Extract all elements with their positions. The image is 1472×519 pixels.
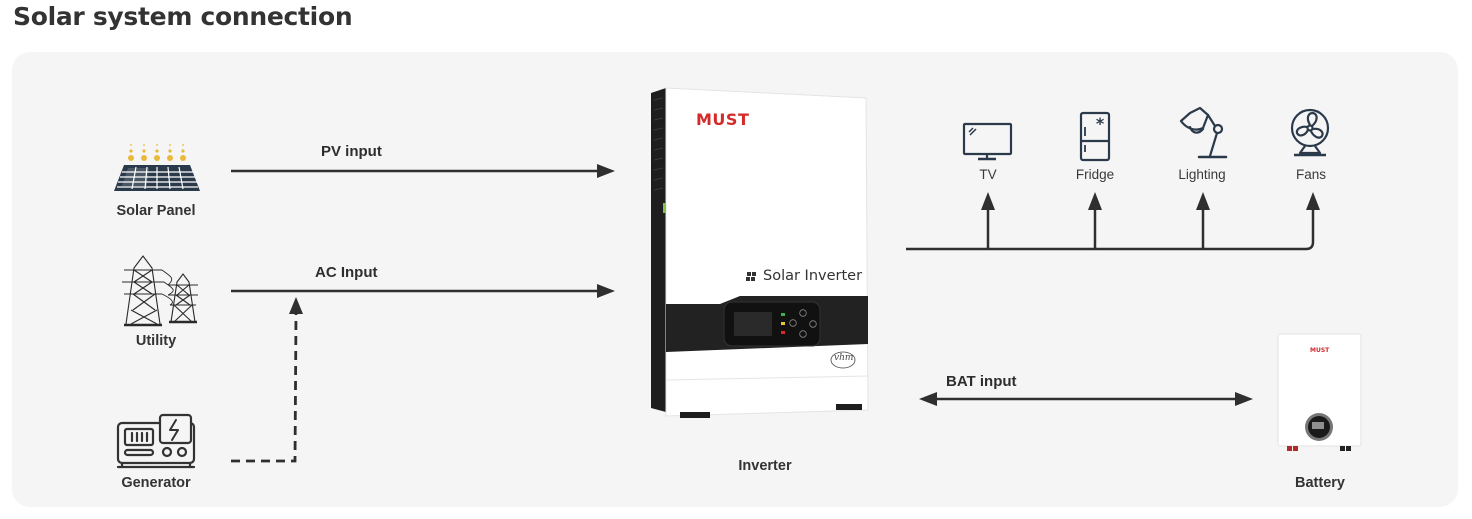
load-label-fans: Fans <box>1295 167 1327 182</box>
arrowhead-lighting <box>1196 192 1210 210</box>
bat-input-label: BAT input <box>946 373 1017 390</box>
svg-text:*: * <box>1096 114 1105 133</box>
battery-label: Battery <box>1295 475 1345 491</box>
fan-icon <box>1290 108 1330 157</box>
load-label-lighting: Lighting <box>1178 167 1226 182</box>
pv-input-label: PV input <box>321 143 382 160</box>
inverter-label: Inverter <box>738 458 792 474</box>
arrowhead-tv <box>981 192 995 210</box>
inverter-brand-logo: MUST <box>696 110 750 129</box>
power-tower-icon <box>122 255 198 327</box>
battery-brand-logo: MUST <box>1310 347 1330 354</box>
source-label-generator: Generator <box>121 475 191 491</box>
solar-panel-icon <box>114 144 200 191</box>
source-label-utility: Utility <box>135 333 177 349</box>
pv-input-arrow <box>231 164 615 178</box>
inverter-badge: vhm <box>834 353 854 363</box>
arrowhead-fridge <box>1088 192 1102 210</box>
battery-image <box>1277 333 1362 451</box>
generator-dashed-arrow <box>231 297 303 463</box>
load-label-fridge: Fridge <box>1075 167 1115 182</box>
source-label-solar-panel: Solar Panel <box>116 203 196 219</box>
load-arrowheads <box>981 192 1320 210</box>
load-bus-line <box>906 208 1315 251</box>
ac-input-arrow <box>231 284 615 298</box>
inverter-image <box>651 87 869 418</box>
ac-input-label: AC Input <box>315 264 378 281</box>
arrowhead-fans <box>1306 192 1320 210</box>
page-title: Solar system connection <box>13 2 353 31</box>
desk-lamp-icon <box>1179 106 1228 159</box>
load-label-tv: TV <box>979 167 997 182</box>
solar-logo-icon <box>746 272 756 281</box>
inverter-product-text: Solar Inverter <box>763 268 863 284</box>
bat-input-arrow <box>919 392 1253 406</box>
tv-icon <box>962 122 1013 161</box>
fridge-icon: * <box>1079 111 1111 162</box>
generator-icon <box>116 413 196 469</box>
